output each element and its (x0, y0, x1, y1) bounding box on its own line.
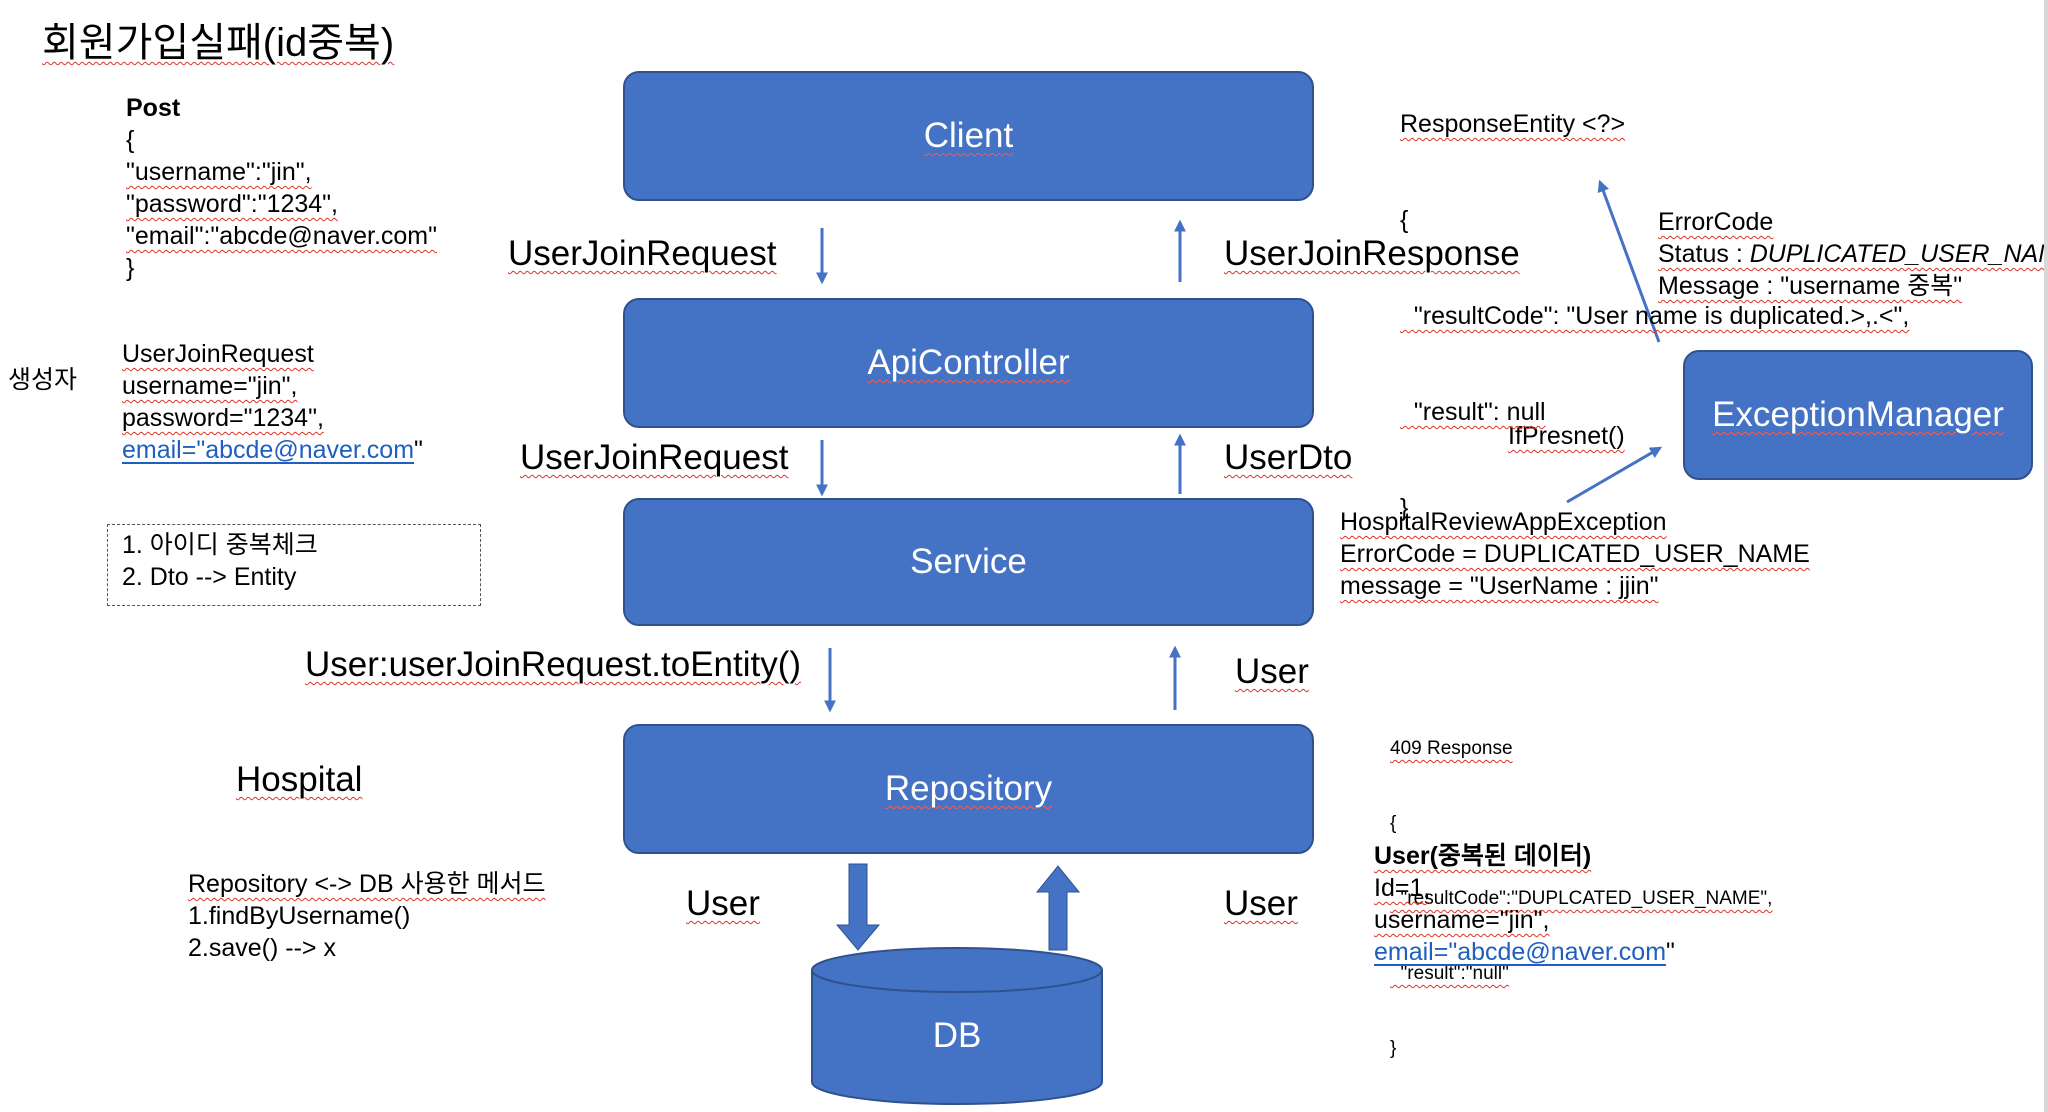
exception-block: HospitalReviewAppException ErrorCode = D… (1340, 506, 1810, 602)
email-link[interactable]: email="abcde@naver.com (1374, 938, 1667, 966)
post-line: "email":"abcde@naver.com" (126, 222, 438, 250)
response-409-line: "result":"null" (1390, 963, 1509, 984)
post-line: "password":"1234", (126, 190, 338, 218)
edge-label-to-entity: User:userJoinRequest.toEntity() (305, 645, 802, 684)
error-code-message: Message : "username 중복" (1658, 272, 1963, 300)
arrow-repo-to-db (835, 863, 881, 951)
right-edge-scrollbar (2044, 0, 2048, 1112)
response-409-line: { (1390, 813, 1397, 834)
hospital-label: Hospital (236, 760, 363, 799)
constructor-line: UserJoinRequest (122, 340, 314, 368)
post-request-block: Post { "username":"jin", "password":"123… (126, 92, 437, 284)
exception-manager-node: ExceptionManager (1683, 350, 2033, 480)
api-controller-node: ApiController (623, 298, 1314, 428)
edge-label-user-join-request-2: UserJoinRequest (520, 438, 789, 477)
edge-label-user-join-response: UserJoinResponse (1224, 234, 1520, 273)
duplicate-user-email: email="abcde@naver.com" (1374, 938, 1675, 966)
edge-label-user-dto: UserDto (1224, 438, 1353, 477)
service-node: Service (623, 498, 1314, 626)
duplicate-user-block: User(중복된 데이터) Id=1, username="jin", emai… (1374, 840, 1675, 968)
edge-label-user-repo-to-db: User (686, 884, 760, 923)
duplicate-user-line: Id=1, (1374, 874, 1431, 902)
constructor-line: username="jin", (122, 372, 298, 400)
duplicate-user-heading: User(중복된 데이터) (1374, 842, 1592, 870)
edge-label-if-present: IfPresnet() (1508, 422, 1625, 450)
repository-node: Repository (623, 724, 1314, 854)
response-line: { (1400, 206, 1409, 234)
response-line: "resultCode": "User name is duplicated.>… (1400, 302, 1910, 330)
checklist-item: 2. Dto --> Entity (122, 563, 297, 591)
checklist-box: 1. 아이디 중복체크 2. Dto --> Entity (107, 524, 481, 606)
post-method-label: Post (126, 94, 181, 122)
arrow-exception-to-response (1597, 179, 1661, 343)
response-409-line: } (1390, 1038, 1397, 1059)
constructor-email: email="abcde@naver.com" (122, 436, 423, 464)
post-line: } (126, 254, 135, 282)
arrow-service-to-exception (1566, 446, 1663, 504)
edge-label-user-repo-to-service: User (1235, 652, 1309, 691)
email-link[interactable]: email="abcde@naver.com (122, 436, 415, 464)
post-line: "username":"jin", (126, 158, 312, 186)
repository-methods-heading: Repository <-> DB 사용한 메서드 (188, 870, 546, 898)
response-409-block: 409 Response { "resultCode":"DUPLCATED_U… (1390, 686, 1772, 1086)
exception-line: HospitalReviewAppException (1340, 508, 1667, 536)
repository-method-item: 1.findByUsername() (188, 902, 411, 930)
repository-method-item: 2.save() --> x (188, 934, 336, 962)
response-line: ResponseEntity <?> (1400, 110, 1626, 138)
error-code-status: Status : DUPLICATED_USER_NAME (1658, 240, 2048, 268)
arrow-db-to-repo (1035, 865, 1081, 951)
page-title: 회원가입실패(id중복) (42, 21, 395, 65)
duplicate-user-line: username="jin", (1374, 906, 1550, 934)
edge-label-user-db-to-repo: User (1224, 884, 1298, 923)
error-code-block: ErrorCode Status : DUPLICATED_USER_NAME … (1658, 206, 2048, 302)
edge-label-user-join-request-1: UserJoinRequest (508, 234, 777, 273)
db-label: DB (932, 1016, 982, 1055)
constructor-line: password="1234", (122, 404, 324, 432)
exception-line: message = "UserName : jjin" (1340, 572, 1659, 600)
checklist-item: 1. 아이디 중복체크 (122, 531, 318, 559)
response-line: } (1400, 494, 1409, 522)
response-409-line: "resultCode":"DUPLCATED_USER_NAME", (1390, 888, 1773, 909)
response-line: "result": null (1400, 398, 1546, 426)
repository-methods-block: Repository <-> DB 사용한 메서드 1.findByUserna… (188, 868, 546, 964)
client-node: Client (623, 71, 1314, 201)
response-409-line: 409 Response (1390, 738, 1513, 759)
constructor-side-label: 생성자 (8, 366, 78, 394)
response-entity-block: ResponseEntity <?> { "resultCode": "User… (1400, 44, 1909, 556)
post-line: { (126, 126, 135, 154)
error-code-heading: ErrorCode (1658, 208, 1774, 236)
constructor-block: UserJoinRequest username="jin", password… (122, 338, 423, 466)
db-cylinder (811, 947, 1103, 1105)
exception-line: ErrorCode = DUPLICATED_USER_NAME (1340, 540, 1810, 568)
